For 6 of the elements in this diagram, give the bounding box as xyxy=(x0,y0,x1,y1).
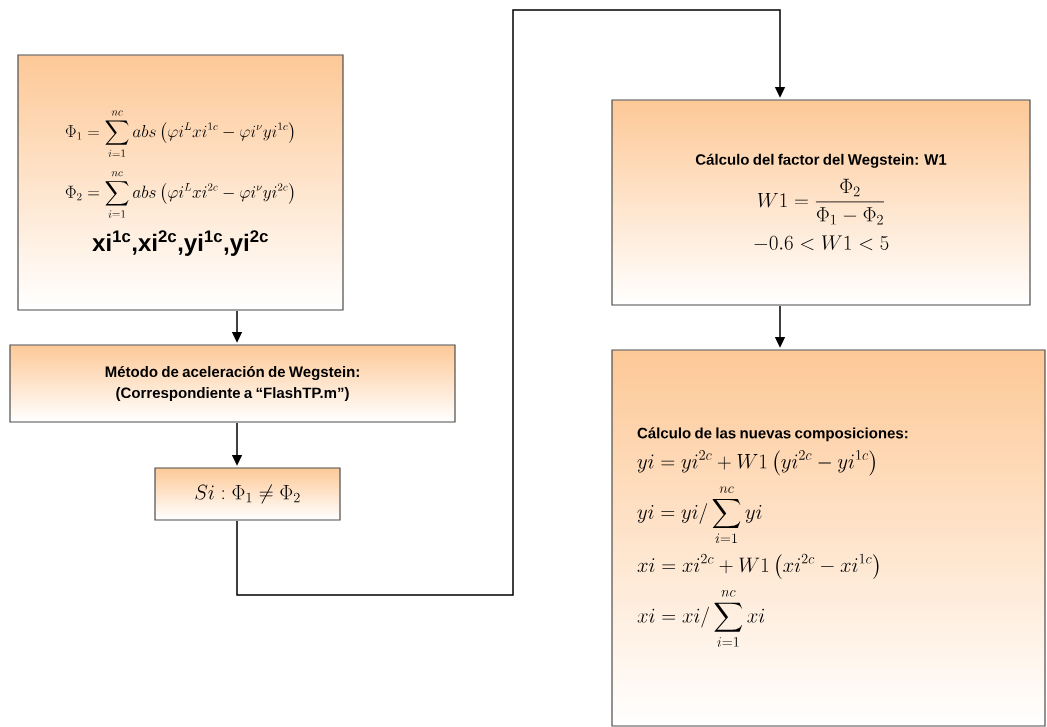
arrow xyxy=(236,9,786,596)
process-box: Cálculo del factor del Wegstein: W1 $W1 = \frac{\Phi_2}{\Phi_1 - \Phi_2}$ $-0.6 < W1 < 5$ xyxy=(611,99,1031,306)
process-box: $Si : \Phi_1 \neq \Phi_2$ xyxy=(154,467,341,521)
process-box: Método de aceleración de Wegstein: (Correspondiente a “FlashTP.m”) xyxy=(9,344,456,423)
process-box: Cálculo de las nuevas composiciones: $yi = yi^{2c} + W1\left(yi^{2c} - yi^{1c}\right)$ $yi = yi / \sum_{i=1}^{nc} yi$ $xi = xi^{2c} + W1\left(xi^{2c} - xi^{1c}\right)$ $xi = xi / \sum_{i=1}^{nc} xi$ xyxy=(611,349,1046,727)
process-box: $\Phi_1 = \sum_{i=1}^{nc} abs\left(\varphi i^L xi^{1c} - \varphi i^{\nu} yi^{1c}\right)$ $\Phi_2 = \sum_{i=1}^{nc} abs\left(\varphi i^L xi^{2c} - \varphi i^{\nu} yi^{2c}\right)$ xi$^{1c}$,xi$^{2c}$,yi$^{1c}$,yi$^{2c}$ xyxy=(17,54,344,311)
